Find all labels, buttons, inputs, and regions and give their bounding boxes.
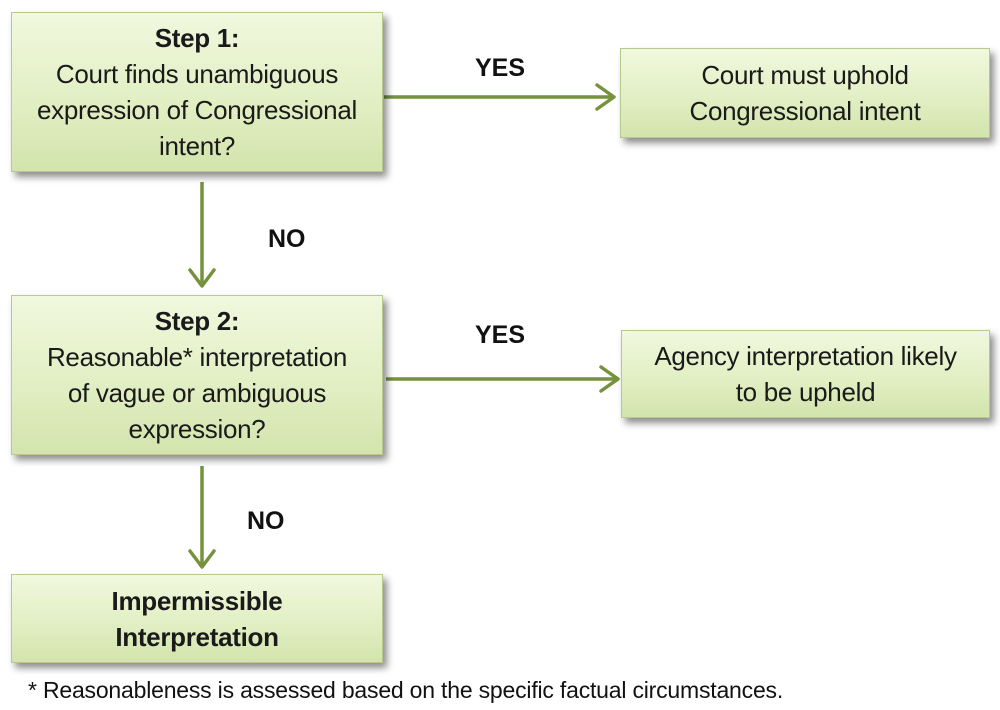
step1-no-label: NO bbox=[268, 225, 306, 253]
step2-heading: Step 2: bbox=[154, 306, 240, 336]
step2-no-label: NO bbox=[247, 507, 285, 535]
agency-upheld-box: Agency interpretation likely to be uphel… bbox=[621, 330, 990, 418]
footnote: * Reasonableness is assessed based on th… bbox=[28, 677, 784, 703]
impermissible-line-2: Interpretation bbox=[115, 621, 279, 652]
impermissible-box: Impermissible Interpretation bbox=[11, 574, 383, 663]
step2-box: Step 2: Reasonable* interpretation of va… bbox=[11, 295, 383, 455]
step1-box: Step 1: Court finds unambiguous expressi… bbox=[11, 12, 383, 172]
step1-yes-label: YES bbox=[475, 54, 526, 82]
step2-line-1: Reasonable* interpretation bbox=[46, 342, 348, 372]
agency-upheld-line-1: Agency interpretation likely bbox=[654, 341, 957, 371]
agency-upheld-line-2: to be upheld bbox=[735, 377, 876, 407]
step2-line-3: expression? bbox=[128, 414, 266, 444]
uphold-intent-box: Court must uphold Congressional intent bbox=[620, 48, 990, 138]
step1-line-2: expression of Congressional bbox=[37, 95, 357, 125]
arrow-step2-no bbox=[188, 466, 216, 569]
arrow-step2-yes bbox=[386, 365, 620, 393]
arrow-step1-yes bbox=[384, 83, 616, 111]
uphold-intent-line-2: Congressional intent bbox=[689, 96, 921, 126]
step1-line-3: intent? bbox=[159, 131, 235, 161]
step1-line-1: Court finds unambiguous bbox=[55, 59, 339, 89]
impermissible-line-1: Impermissible bbox=[111, 585, 283, 616]
step1-heading: Step 1: bbox=[154, 23, 240, 53]
step2-yes-label: YES bbox=[475, 321, 526, 349]
step2-line-2: of vague or ambiguous bbox=[67, 378, 327, 408]
arrow-step1-no bbox=[188, 182, 216, 288]
uphold-intent-line-1: Court must uphold bbox=[701, 60, 909, 90]
